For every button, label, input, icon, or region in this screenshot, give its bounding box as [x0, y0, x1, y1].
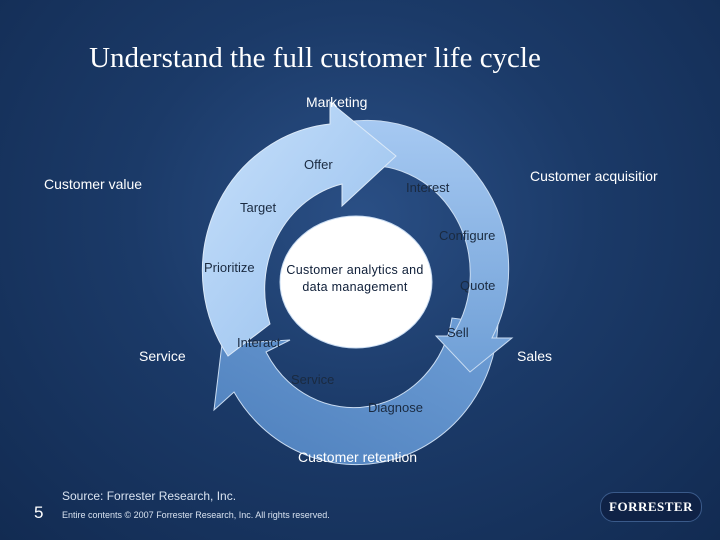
slide-title: Understand the full customer life cycle — [89, 42, 541, 74]
label-sell: Sell — [447, 325, 469, 340]
label-service-inner: Service — [291, 372, 335, 387]
forrester-logo: FORRESTER — [600, 492, 702, 522]
label-customer-retention: Customer retention — [298, 449, 418, 465]
label-sales: Sales — [517, 348, 553, 364]
label-interest: Interest — [406, 180, 450, 195]
marketing-arrow — [201, 100, 397, 357]
label-quote: Quote — [460, 278, 496, 293]
label-offer: Offer — [304, 157, 333, 172]
center-label: Customer analytics and data management — [286, 263, 424, 294]
label-customer-value: Customer value — [44, 176, 143, 192]
acquisition-arrow — [345, 119, 514, 373]
label-diagnose: Diagnose — [368, 400, 423, 415]
center-hub — [279, 215, 433, 349]
label-marketing: Marketing — [306, 94, 368, 110]
label-target: Target — [240, 200, 277, 215]
source-note: Source: Forrester Research, Inc. — [62, 489, 237, 503]
label-service-outer: Service — [139, 348, 186, 364]
copyright-note: Entire contents © 2007 Forrester Researc… — [62, 510, 330, 520]
retention-arrow — [213, 317, 499, 466]
page-number: 5 — [34, 503, 44, 522]
label-customer-acquisition: Customer acquisitior — [530, 168, 658, 184]
label-prioritize: Prioritize — [204, 260, 255, 275]
label-configure: Configure — [439, 228, 496, 243]
label-interact: Interact — [237, 335, 281, 350]
